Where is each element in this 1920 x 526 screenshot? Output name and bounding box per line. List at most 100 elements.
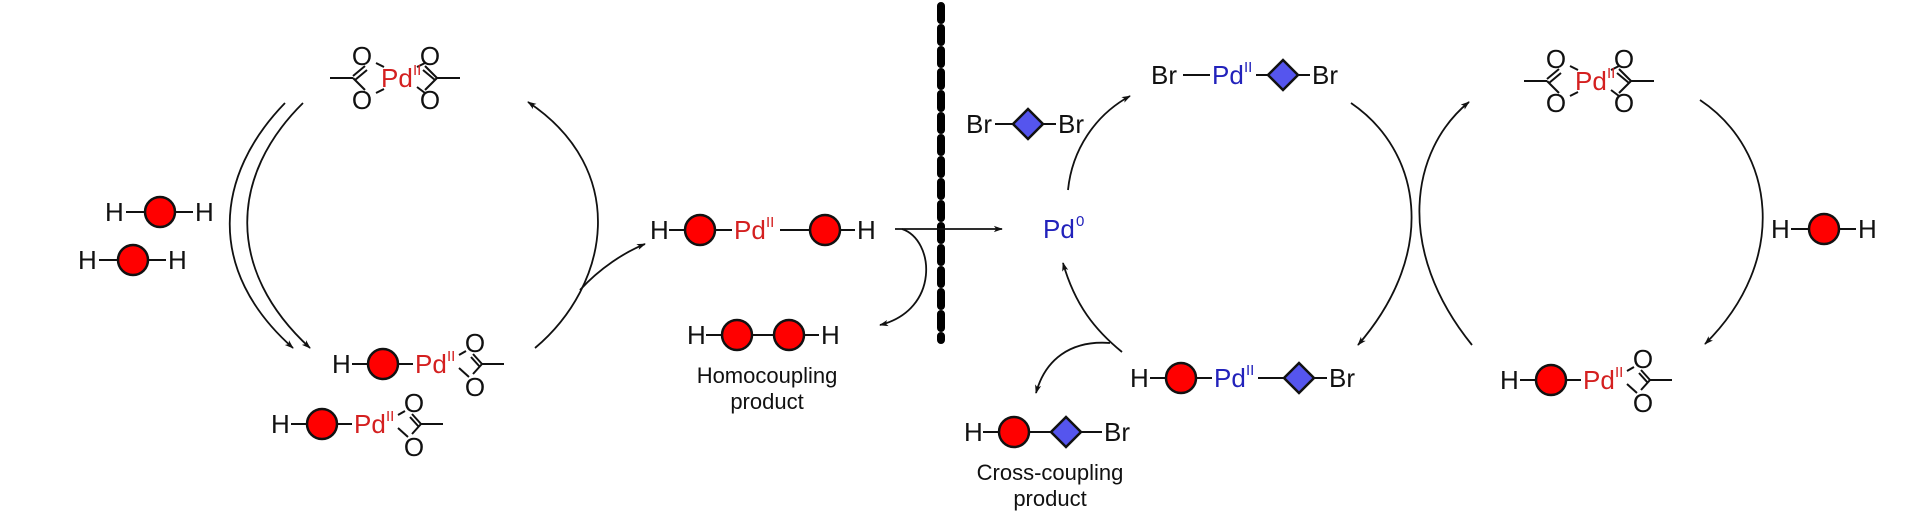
bromine-label: Br xyxy=(1058,109,1084,139)
aryl-dibromide: Br Br xyxy=(966,107,1084,141)
oxygen-label: O xyxy=(420,41,440,71)
palladium-label: Pd xyxy=(1575,66,1607,96)
right-panel: Pd 0 Br Br Br Pd II Br xyxy=(964,44,1877,511)
arene-diamond-icon xyxy=(1011,107,1045,141)
cycle-arrow-up xyxy=(527,101,599,349)
palladium-label: Pd xyxy=(1212,60,1244,90)
oxidation-state: II xyxy=(447,348,455,365)
reagent-arene-2: H H xyxy=(78,243,187,277)
oxidative-addition-arrow xyxy=(1067,95,1131,191)
arene-circle-icon xyxy=(720,318,754,352)
cycle-arrow-down-right xyxy=(1699,99,1764,345)
oxidation-state: II xyxy=(766,214,774,231)
cross-coupling-release-arrow xyxy=(1035,341,1111,394)
arene-diamond-icon xyxy=(1049,415,1083,449)
palladium-label: Pd xyxy=(415,349,447,379)
cycle-arrow-down-outer xyxy=(228,102,294,349)
oxidation-state: II xyxy=(1246,362,1254,379)
hydrogen-label: H xyxy=(195,197,214,227)
regeneration-arrow-up xyxy=(1418,101,1473,346)
oxygen-label: O xyxy=(420,85,440,115)
arene-circle-icon xyxy=(772,318,806,352)
bromine-label: Br xyxy=(966,109,992,139)
hydrogen-label: H xyxy=(1500,365,1519,395)
oxygen-label: O xyxy=(465,328,485,358)
reagent-arene-1: H H xyxy=(105,195,214,229)
hydrogen-label: H xyxy=(1858,214,1877,244)
homocoupling-label: Homocoupling xyxy=(697,363,838,388)
transmetalated-complex: H Pd II Br xyxy=(1130,361,1355,395)
oxidation-state: II xyxy=(1244,59,1252,76)
oxidative-addition-complex: Br Pd II Br xyxy=(1151,58,1338,92)
palladium-label: Pd xyxy=(381,63,413,93)
hydrogen-label: H xyxy=(821,320,840,350)
diaryl-pd-complex: H Pd II H xyxy=(650,213,876,247)
oxygen-label: O xyxy=(1633,344,1653,374)
homocoupling-label-line2: product xyxy=(730,389,803,414)
oxygen-label: O xyxy=(404,388,424,418)
arene-circle-icon xyxy=(683,213,717,247)
oxidation-state: 0 xyxy=(1076,213,1084,230)
arene-circle-icon xyxy=(1164,361,1198,395)
arene-circle-icon xyxy=(305,407,339,441)
arene-circle-icon xyxy=(116,243,150,277)
arene-circle-icon xyxy=(366,347,400,381)
oxygen-label: O xyxy=(1633,388,1653,418)
hydrogen-label: H xyxy=(687,320,706,350)
hydrogen-label: H xyxy=(1130,363,1149,393)
arene-circle-icon xyxy=(1807,212,1841,246)
palladium-label: Pd xyxy=(354,409,386,439)
palladium-label: Pd xyxy=(1583,365,1615,395)
arene-circle-icon xyxy=(1534,363,1568,397)
reagent-arene-right: H H xyxy=(1771,212,1877,246)
oxidation-state: II xyxy=(1607,65,1615,82)
hydrogen-label: H xyxy=(964,417,983,447)
oxygen-label: O xyxy=(1546,44,1566,74)
transmetalation-arrow xyxy=(579,243,646,291)
hydrogen-label: H xyxy=(271,409,290,439)
transmetalation-arrow-down xyxy=(1350,102,1413,346)
cycle-arrow-down-inner xyxy=(246,102,311,349)
reductive-elimination-to-pd0-arrow xyxy=(1062,262,1123,353)
oxygen-label: O xyxy=(1614,44,1634,74)
left-panel: O O O O Pd II H H H H xyxy=(78,41,928,462)
oxygen-label: O xyxy=(1546,88,1566,118)
aryl-pd-acetate-1: H Pd II O O xyxy=(332,328,504,402)
hydrogen-label: H xyxy=(105,197,124,227)
cross-coupling-label: Cross-coupling xyxy=(977,460,1124,485)
arene-circle-icon xyxy=(997,415,1031,449)
pd-acetate-complex-top-left: O O O O Pd II xyxy=(329,41,461,115)
oxidation-state: II xyxy=(413,62,421,79)
oxygen-label: O xyxy=(352,85,372,115)
aryl-pd-acetate-right: H Pd II O O xyxy=(1500,344,1672,418)
bromine-label: Br xyxy=(1151,60,1177,90)
oxygen-label: O xyxy=(404,432,424,462)
oxidation-state: II xyxy=(386,408,394,425)
cross-coupling-label-line2: product xyxy=(1013,486,1086,511)
palladium-label: Pd xyxy=(1214,363,1246,393)
arene-circle-icon xyxy=(143,195,177,229)
arene-circle-icon xyxy=(808,213,842,247)
aryl-pd-acetate-2: H Pd II O O xyxy=(271,388,443,462)
homocoupling-product: H H Homocoupling product xyxy=(687,318,840,414)
hydrogen-label: H xyxy=(1771,214,1790,244)
bromine-label: Br xyxy=(1312,60,1338,90)
arene-diamond-icon xyxy=(1282,361,1316,395)
palladium-label: Pd xyxy=(734,215,766,245)
arene-diamond-icon xyxy=(1266,58,1300,92)
reductive-elimination-arrow xyxy=(879,228,928,327)
hydrogen-label: H xyxy=(168,245,187,275)
oxidation-state: II xyxy=(1615,364,1623,381)
cross-coupling-product: H Br Cross-coupling product xyxy=(964,415,1130,511)
hydrogen-label: H xyxy=(78,245,97,275)
bromine-label: Br xyxy=(1104,417,1130,447)
hydrogen-label: H xyxy=(857,215,876,245)
pd-acetate-complex-top-right: O O O O Pd II xyxy=(1523,44,1655,118)
pd0-catalyst: Pd 0 xyxy=(1043,213,1084,244)
oxygen-label: O xyxy=(352,41,372,71)
oxygen-label: O xyxy=(1614,88,1634,118)
hydrogen-label: H xyxy=(332,349,351,379)
palladium-label: Pd xyxy=(1043,214,1075,244)
oxygen-label: O xyxy=(465,372,485,402)
